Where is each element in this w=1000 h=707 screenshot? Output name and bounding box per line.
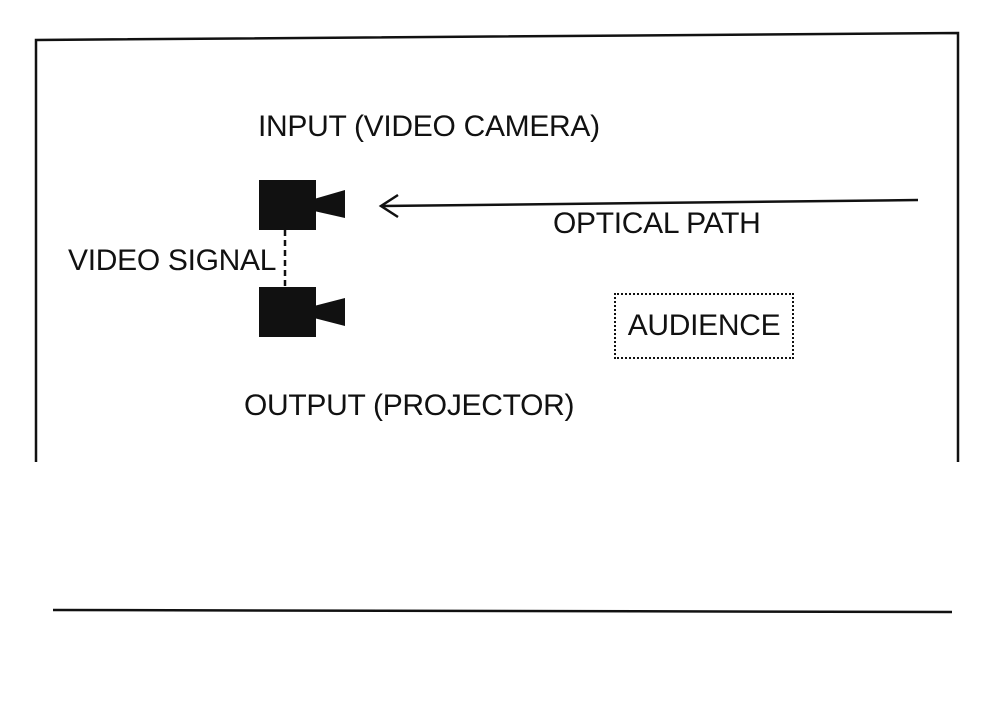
room-outline xyxy=(34,31,960,462)
projector-icon xyxy=(259,287,345,337)
output-label: OUTPUT (PROJECTOR) xyxy=(244,389,575,422)
video-signal-label: VIDEO SIGNAL xyxy=(68,244,277,277)
video-camera-icon xyxy=(259,180,345,230)
audience-label: AUDIENCE xyxy=(627,309,781,342)
input-label: INPUT (VIDEO CAMERA) xyxy=(258,110,600,143)
floor-line xyxy=(52,608,953,614)
optical-path-label: OPTICAL PATH xyxy=(553,207,761,240)
optical-path-arrow xyxy=(378,193,919,219)
audience-box: AUDIENCE xyxy=(614,293,794,359)
